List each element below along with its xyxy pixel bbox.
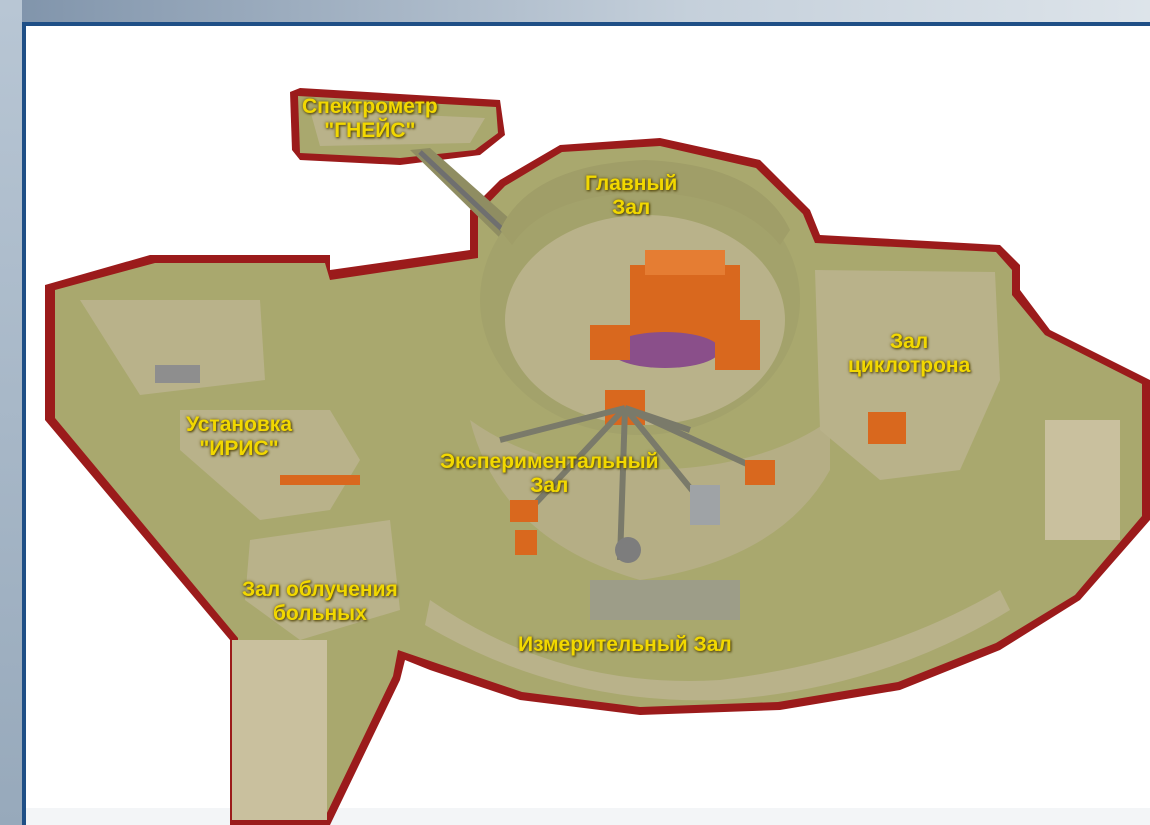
gneis-beamline <box>418 150 507 234</box>
label-measuring-hall: Измерительный Зал <box>518 633 732 657</box>
left-room-equipment <box>155 365 200 383</box>
beamline-wheel <box>615 537 641 563</box>
cyclotron-hall-floor <box>815 270 1000 480</box>
measuring-hall-floor <box>425 590 1010 701</box>
patients-room-floor <box>245 520 400 640</box>
label-patients-line1: Зал облучения <box>242 578 398 601</box>
label-gneis-line1: Спектрометр <box>302 95 438 118</box>
iris-room-floor <box>180 410 360 520</box>
gneis-annex-floor <box>310 110 485 146</box>
right-annex-wall <box>1045 420 1120 540</box>
label-gneis-spectrometer: Спектрометр "ГНЕЙС" <box>302 95 438 143</box>
label-patients-irradiation-hall: Зал облучения больных <box>242 578 398 626</box>
main-accelerator-top <box>645 250 725 275</box>
main-hall-back-wall <box>500 160 790 245</box>
label-iris-line2: "ИРИС" <box>199 437 279 460</box>
beamline-detector <box>690 485 720 525</box>
beamline-magnet-2 <box>515 530 537 555</box>
slide-left-band <box>0 0 22 825</box>
patients-room-wall <box>232 640 327 820</box>
measuring-hall-equipment <box>590 580 740 620</box>
label-iris-installation: Установка "ИРИС" <box>186 413 292 461</box>
beamlines <box>499 405 762 561</box>
beamline-magnet-1 <box>510 500 538 522</box>
main-magnet-right <box>715 320 760 370</box>
label-experimental-line2: Зал <box>530 474 569 497</box>
label-patients-line2: больных <box>272 602 367 625</box>
label-gneis-line2: "ГНЕЙС" <box>324 119 416 142</box>
slide-top-band <box>0 0 1150 22</box>
label-cyclotron-hall: Зал циклотрона <box>848 330 970 378</box>
label-measuring-text: Измерительный Зал <box>518 633 732 656</box>
label-cyclotron-line2: циклотрона <box>848 354 971 377</box>
main-accelerator-base <box>610 332 720 368</box>
label-main-hall-line2: Зал <box>612 196 651 219</box>
label-cyclotron-line1: Зал <box>890 330 929 353</box>
beamline-magnet-3 <box>745 460 775 485</box>
label-experimental-line1: Экспериментальный <box>440 450 659 473</box>
main-magnet-left <box>590 325 630 360</box>
left-room-floor <box>80 300 265 395</box>
label-main-hall-line1: Главный <box>585 172 678 195</box>
label-experimental-hall: Экспериментальный Зал <box>440 450 659 498</box>
label-main-hall: Главный Зал <box>585 172 677 220</box>
cyclotron-machine <box>868 412 906 444</box>
label-iris-line1: Установка <box>186 413 292 436</box>
